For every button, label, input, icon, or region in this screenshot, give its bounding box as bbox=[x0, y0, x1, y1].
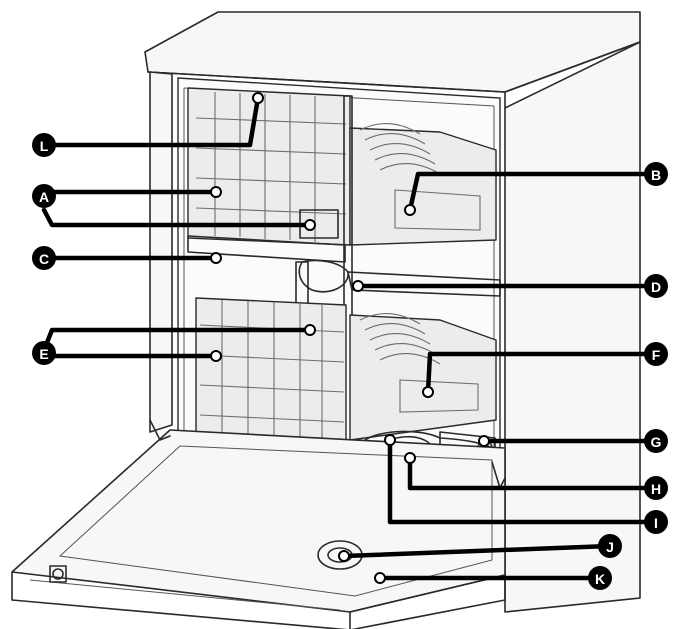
badge-L: L bbox=[32, 133, 56, 157]
badge-A: A bbox=[32, 184, 56, 208]
svg-text:F: F bbox=[652, 347, 661, 363]
svg-text:K: K bbox=[595, 571, 605, 587]
svg-text:A: A bbox=[39, 189, 49, 205]
badge-F: F bbox=[644, 342, 668, 366]
badge-D: D bbox=[644, 274, 668, 298]
leader-lines bbox=[41, 92, 659, 584]
badge-B: B bbox=[644, 162, 668, 186]
badge-K: K bbox=[588, 566, 612, 590]
svg-text:L: L bbox=[40, 138, 49, 154]
badge-C: C bbox=[32, 246, 56, 270]
svg-text:G: G bbox=[651, 434, 662, 450]
leader-A-lower bbox=[41, 207, 313, 228]
svg-text:J: J bbox=[606, 539, 614, 555]
leader-H bbox=[407, 455, 659, 491]
open-door bbox=[11, 419, 506, 629]
leader-J bbox=[341, 543, 613, 559]
badge-H: H bbox=[644, 476, 668, 500]
badge-J: J bbox=[598, 534, 622, 558]
badge-E: E bbox=[32, 341, 56, 365]
svg-text:I: I bbox=[654, 515, 658, 531]
svg-text:C: C bbox=[39, 251, 49, 267]
svg-text:E: E bbox=[39, 346, 48, 362]
upper-basket bbox=[187, 87, 501, 297]
svg-text:D: D bbox=[651, 279, 661, 295]
badge-I: I bbox=[644, 510, 668, 534]
leader-I bbox=[387, 437, 659, 525]
leader-B bbox=[407, 171, 659, 213]
leader-F bbox=[425, 351, 659, 395]
svg-text:B: B bbox=[651, 167, 661, 183]
leader-L bbox=[41, 95, 261, 148]
badge-G: G bbox=[644, 429, 668, 453]
svg-text:H: H bbox=[651, 481, 661, 497]
label-badges: L A C E B D F G H I J K bbox=[32, 133, 668, 590]
